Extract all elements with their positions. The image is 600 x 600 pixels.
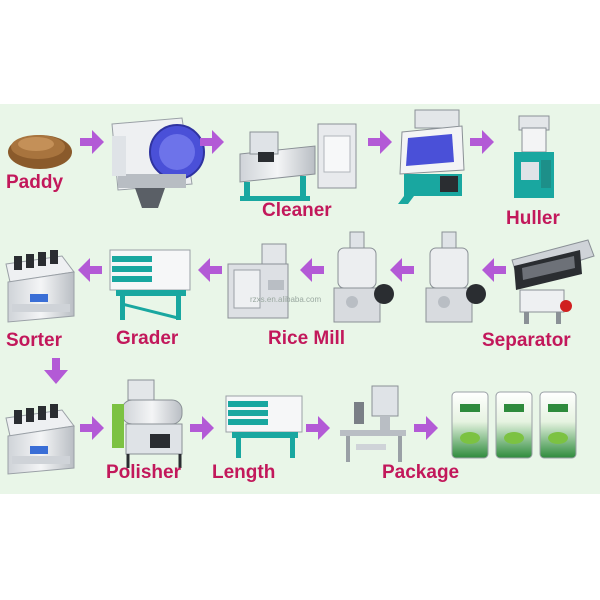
- arrow-down: [44, 358, 68, 384]
- arrow-right-7: [306, 416, 330, 440]
- arrow-right-2: [200, 130, 224, 154]
- step-label-rice-mill: Rice Mill: [268, 328, 346, 349]
- arrow-left-3: [300, 258, 324, 282]
- watermark-text: rzxs.en.alibaba.com: [250, 295, 321, 304]
- rice-bag-1: [451, 391, 489, 459]
- step-label-separator: Separator: [482, 330, 571, 351]
- step-label-paddy: Paddy: [6, 172, 64, 193]
- step-label-cleaner: Cleaner: [262, 200, 332, 221]
- step-label-polisher: Polisher: [106, 462, 181, 483]
- polisher-machine: [112, 379, 183, 468]
- rice-bag-2: [495, 391, 533, 459]
- packaging-machine: [340, 385, 406, 462]
- arrow-left-1: [482, 258, 506, 282]
- arrow-right-3: [368, 130, 392, 154]
- arrow-right-8: [414, 416, 438, 440]
- arrow-left-5: [78, 258, 102, 282]
- arrow-left-4: [198, 258, 222, 282]
- rice-bag-3: [539, 391, 577, 459]
- rice-mill-machine: [227, 243, 289, 319]
- arrow-right-1: [80, 130, 104, 154]
- diagram-art: rzxs.en.alibaba.com: [5, 109, 595, 475]
- arrow-right-5: [80, 416, 104, 440]
- destoner-machine: [398, 109, 465, 204]
- color-sorter-machine: [5, 250, 75, 323]
- arrow-left-2: [390, 258, 414, 282]
- step-label-huller: Huller: [506, 208, 560, 229]
- color-sorter-machine-2: [5, 404, 75, 475]
- drum-cleaner-machine: [111, 117, 205, 208]
- step-label-grader: Grader: [116, 328, 179, 349]
- vibrating-cleaner-machine: [239, 123, 357, 201]
- step-label-package: Package: [382, 462, 460, 483]
- whitener-machine-2: [425, 231, 486, 323]
- huller-machine: [514, 115, 554, 198]
- arrow-right-4: [470, 130, 494, 154]
- length-grader-machine: [225, 395, 303, 458]
- step-label-sorter: Sorter: [6, 330, 62, 351]
- arrow-right-6: [190, 416, 214, 440]
- grader-machine: [109, 249, 191, 320]
- paddy-pile: [8, 135, 72, 169]
- rice-bags: [451, 391, 577, 459]
- flow-arrows: [44, 130, 506, 440]
- whitener-machine-1: [333, 231, 394, 323]
- process-diagram: rzxs.en.alibaba.com: [0, 104, 600, 494]
- separator-machine: [511, 239, 595, 324]
- step-label-length: Length: [212, 462, 276, 483]
